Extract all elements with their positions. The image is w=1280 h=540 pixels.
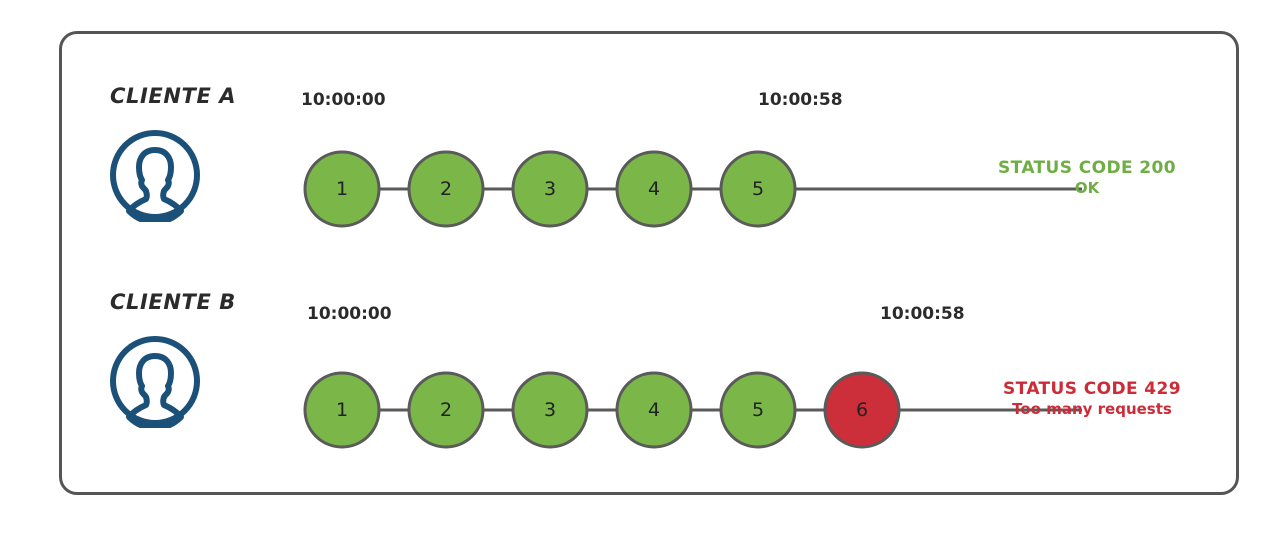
request-chain-a: 1 2 3 4 5 [282,144,1132,238]
status-code-a: STATUS CODE 200 [998,158,1176,178]
request-node-number: 1 [336,178,348,200]
timestamp-start-a: 10:00:00 [301,90,386,110]
user-avatar-icon [108,334,202,431]
timestamp-start-b: 10:00:00 [307,304,392,324]
request-node-number: 4 [648,399,660,421]
request-node[interactable]: 4 [615,371,693,449]
request-node-number: 2 [440,178,452,200]
request-node[interactable]: 5 [719,150,797,228]
status-code-b: STATUS CODE 429 [1003,379,1181,399]
request-node-number: 2 [440,399,452,421]
status-badge-a: STATUS CODE 200 OK [972,158,1202,197]
request-node[interactable]: 1 [303,371,381,449]
request-node[interactable]: 2 [407,150,485,228]
request-node-number: 5 [752,399,764,421]
request-node-number: 1 [336,399,348,421]
timestamp-end-a: 10:00:58 [758,90,843,110]
request-node[interactable]: 3 [511,371,589,449]
timestamp-end-b: 10:00:58 [880,304,965,324]
request-node[interactable]: 2 [407,371,485,449]
request-node-number: 4 [648,178,660,200]
client-label-b: CLIENTE B [110,290,236,314]
diagram-panel: CLIENTE A 10:00:00 10:00:58 [59,31,1239,495]
request-node[interactable]: 4 [615,150,693,228]
status-badge-b: STATUS CODE 429 Too many requests [972,379,1212,418]
client-label-a: CLIENTE A [110,84,237,108]
request-node-number: 5 [752,178,764,200]
request-node[interactable]: 1 [303,150,381,228]
request-node-number: 3 [544,399,556,421]
request-node-number: 3 [544,178,556,200]
request-node-number: 6 [856,399,868,421]
request-node[interactable]: 5 [719,371,797,449]
user-avatar-icon [108,128,202,225]
request-node-rejected[interactable]: 6 [823,371,901,449]
request-node[interactable]: 3 [511,150,589,228]
request-chain-b: 1 2 3 4 5 [282,365,1132,459]
status-message-b: Too many requests [1012,399,1172,418]
status-message-a: OK [1074,178,1100,197]
